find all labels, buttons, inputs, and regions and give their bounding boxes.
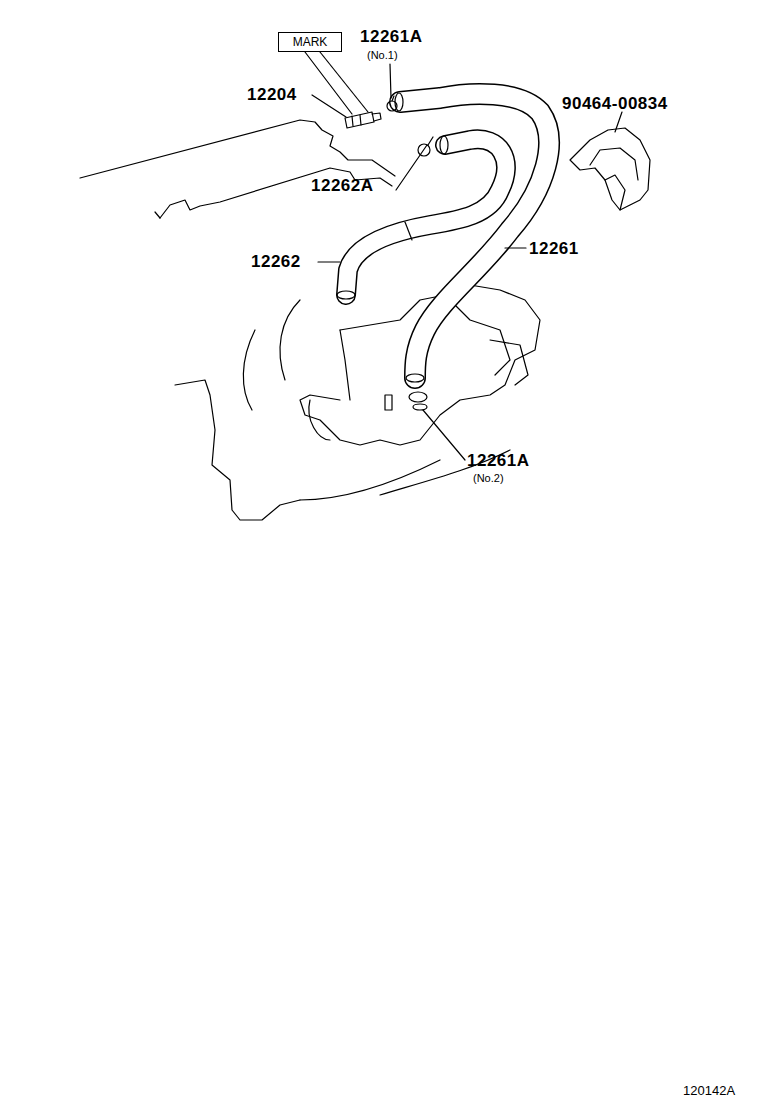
note-text: (No.1)	[367, 50, 398, 61]
callout-number: 12261A	[467, 452, 530, 469]
mark-box: MARK	[278, 32, 342, 52]
callout-number: 12204	[247, 86, 297, 103]
mark-text: MARK	[293, 35, 328, 49]
callout-number: 12261A	[360, 28, 423, 45]
part-number: 90464-00834	[562, 95, 668, 112]
callout-number: 12262	[251, 253, 301, 270]
callout-number: 12262A	[311, 177, 374, 194]
callout-number: 12261	[529, 240, 579, 257]
note-text: (No.2)	[473, 473, 504, 484]
diagram-code: 120142A	[683, 1084, 735, 1097]
